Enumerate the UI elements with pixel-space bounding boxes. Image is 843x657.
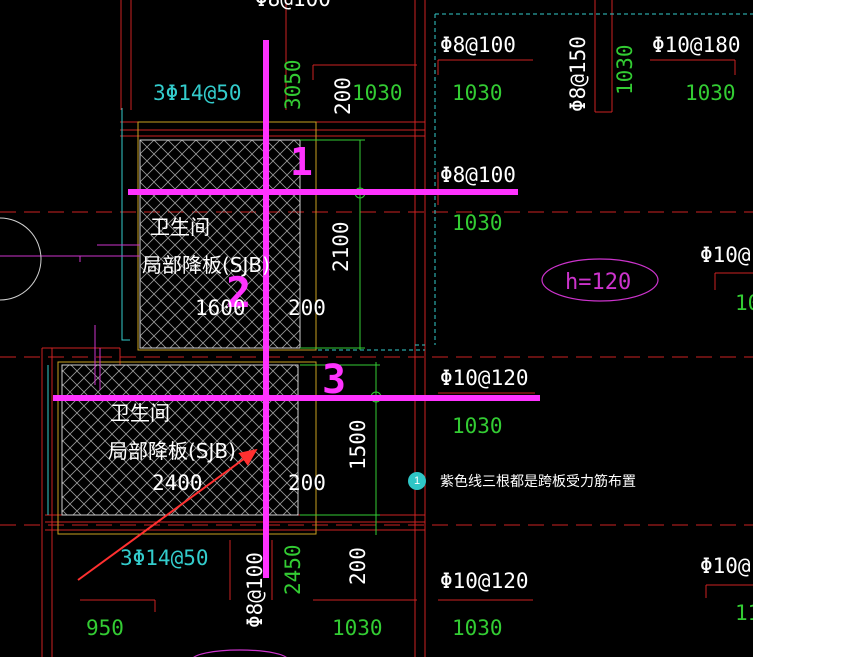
dim-1030-b: 1030 — [452, 81, 503, 105]
slab-thickness-oval — [541, 258, 659, 302]
dim-950: 950 — [86, 616, 124, 640]
label-phi10-120-a: Φ10@120 — [440, 366, 529, 390]
slab-thickness-label: h=120 — [565, 270, 631, 295]
dim-200-d: 200 — [346, 547, 370, 585]
dim-1030-f: 1030 — [452, 414, 503, 438]
label-3phi14-bottom: 3Φ14@50 — [120, 546, 209, 570]
label-phi8-100-a: Φ8@100 — [440, 33, 516, 57]
dim-10-right: 10 — [735, 291, 753, 315]
highlighted-rebars — [53, 40, 540, 578]
cyan-boundaries — [290, 13, 753, 351]
marker-1: 1 — [290, 140, 313, 184]
label-phi8-100-b: Φ8@100 — [440, 163, 516, 187]
leader-lines — [0, 244, 140, 390]
room-labels: 卫生间 局部降板(SJB) 卫生间 局部降板(SJB) — [108, 215, 270, 463]
label-phi8-150: Φ8@150 — [566, 36, 590, 112]
dim-200-a: 200 — [331, 77, 355, 115]
dim-2100: 2100 — [329, 221, 353, 272]
label-phi10-right-b: Φ10@ — [700, 554, 751, 578]
label-top-partial: Φ8@100 — [255, 0, 331, 11]
dim-3050: 3050 — [281, 59, 305, 110]
cyan-solid — [47, 108, 130, 515]
green-dim-labels: 1030 1030 1030 1030 10 1030 950 1030 103… — [86, 44, 753, 640]
slab-dim-labels-white: 1600 200 2400 200 2100 1500 200 200 — [152, 77, 370, 585]
partial-oval-bottom — [193, 649, 287, 657]
cad-drawing-canvas: 1 2 3 Φ8@100 Φ8@100 Φ10@180 Φ8@100 Φ10@ … — [0, 0, 753, 657]
room-a-line2: 局部降板(SJB) — [142, 253, 270, 277]
label-phi10-120-b: Φ10@120 — [440, 569, 529, 593]
annotation-text: 紫色线三根都是跨板受力筋布置 — [440, 474, 636, 490]
dim-1030-e: 1030 — [452, 211, 503, 235]
marker-labels: 1 2 3 — [226, 140, 346, 403]
red-arrow — [77, 448, 258, 581]
dim-2400: 2400 — [152, 471, 203, 495]
dim-1030-a: 1030 — [352, 81, 403, 105]
label-phi8-100-c: Φ8@100 — [243, 552, 267, 628]
marker-2: 2 — [226, 268, 251, 317]
label-phi10-right-a: Φ10@ — [700, 243, 751, 267]
room-b-line1: 卫生间 — [110, 401, 170, 425]
marker-3: 3 — [322, 357, 346, 403]
rebar-labels-white: Φ8@100 Φ8@100 Φ10@180 Φ8@100 Φ10@ Φ10@12… — [243, 0, 751, 628]
dim-1600: 1600 — [195, 296, 246, 320]
label-phi10-180: Φ10@180 — [652, 33, 741, 57]
room-b-line2: 局部降板(SJB) — [108, 439, 236, 463]
room-a-line1: 卫生间 — [150, 215, 210, 239]
cyan-labels: 3Φ14@50 3Φ14@50 — [120, 81, 242, 570]
dim-2450: 2450 — [281, 544, 305, 595]
dim-1030-g: 1030 — [332, 616, 383, 640]
partial-circle-left — [0, 217, 42, 301]
dimension-lines — [300, 139, 382, 535]
sunken-slab-b — [57, 361, 317, 535]
dim-200-c: 200 — [288, 471, 326, 495]
dim-1030-h: 1030 — [452, 616, 503, 640]
label-3phi14-top: 3Φ14@50 — [153, 81, 242, 105]
dim-1030-d: 1030 — [685, 81, 736, 105]
dim-1030-c: 1030 — [613, 44, 637, 95]
dim-1500: 1500 — [346, 419, 370, 470]
annotation-note: 1 紫色线三根都是跨板受力筋布置 — [408, 471, 636, 491]
dim-11-right: 11 — [735, 601, 753, 625]
annotation-badge[interactable]: 1 — [408, 472, 426, 490]
dim-200-b: 200 — [288, 296, 326, 320]
sunken-slab-a — [137, 121, 317, 351]
